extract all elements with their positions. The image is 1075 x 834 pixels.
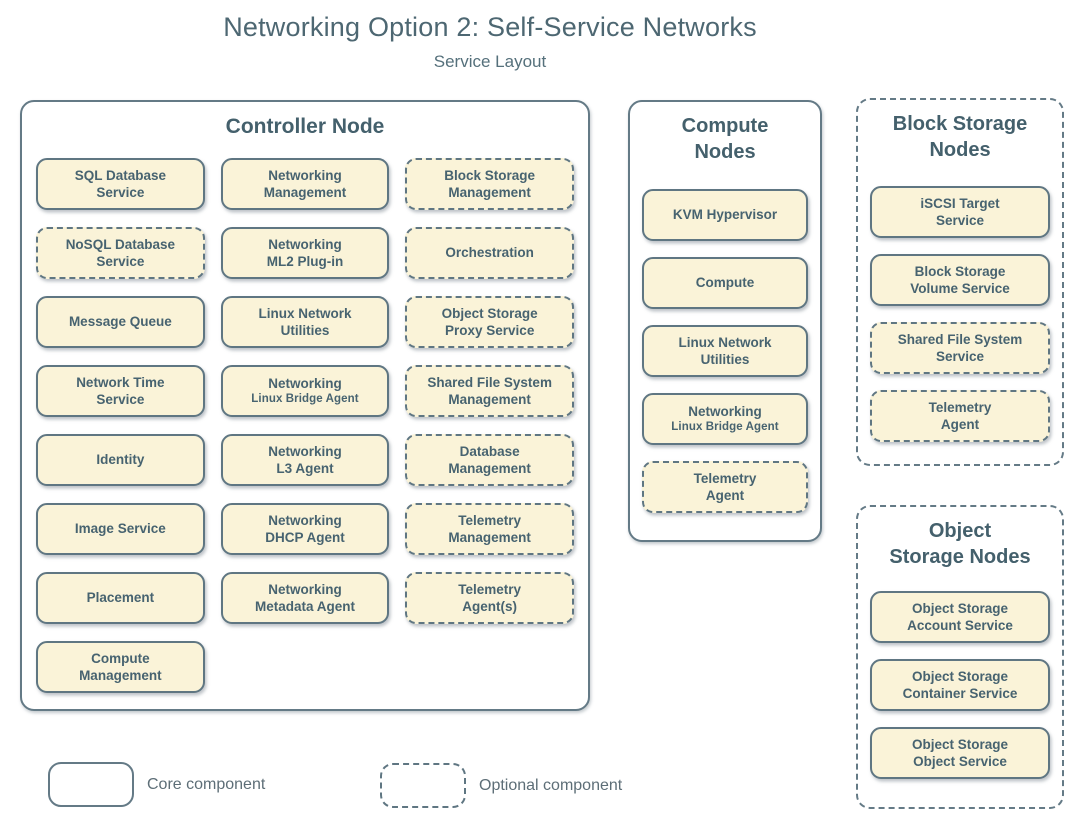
page-title: Networking Option 2: Self-Service Networ… bbox=[223, 12, 757, 42]
service-placement: Placement bbox=[36, 572, 205, 624]
diagram-header: Networking Option 2: Self-Service Networ… bbox=[0, 12, 980, 72]
compute-nodes-container: Compute Nodes KVM Hypervisor Compute Lin… bbox=[628, 100, 822, 542]
controller-node-title: Controller Node bbox=[225, 115, 385, 138]
service-compute: Compute bbox=[642, 257, 808, 309]
core-component-label: Core component bbox=[147, 775, 266, 793]
page-subtitle: Service Layout bbox=[433, 52, 547, 71]
legend-core: Core component bbox=[48, 762, 265, 807]
service-identity: Identity bbox=[36, 434, 205, 486]
core-component-swatch bbox=[48, 762, 134, 807]
service-message-queue: Message Queue bbox=[36, 296, 205, 348]
optional-component-swatch bbox=[380, 763, 466, 808]
legend-optional: Optional component bbox=[380, 763, 622, 808]
object-storage-nodes-title: Object Storage Nodes bbox=[889, 520, 1031, 569]
service-image: Image Service bbox=[36, 503, 205, 555]
optional-component-label: Optional component bbox=[479, 776, 623, 794]
service-orchestration: Orchestration bbox=[405, 227, 575, 279]
block-storage-nodes-title: Block Storage Nodes bbox=[892, 113, 1028, 162]
compute-nodes-title: Compute Nodes bbox=[681, 115, 769, 164]
service-kvm-hypervisor: KVM Hypervisor bbox=[642, 189, 808, 241]
